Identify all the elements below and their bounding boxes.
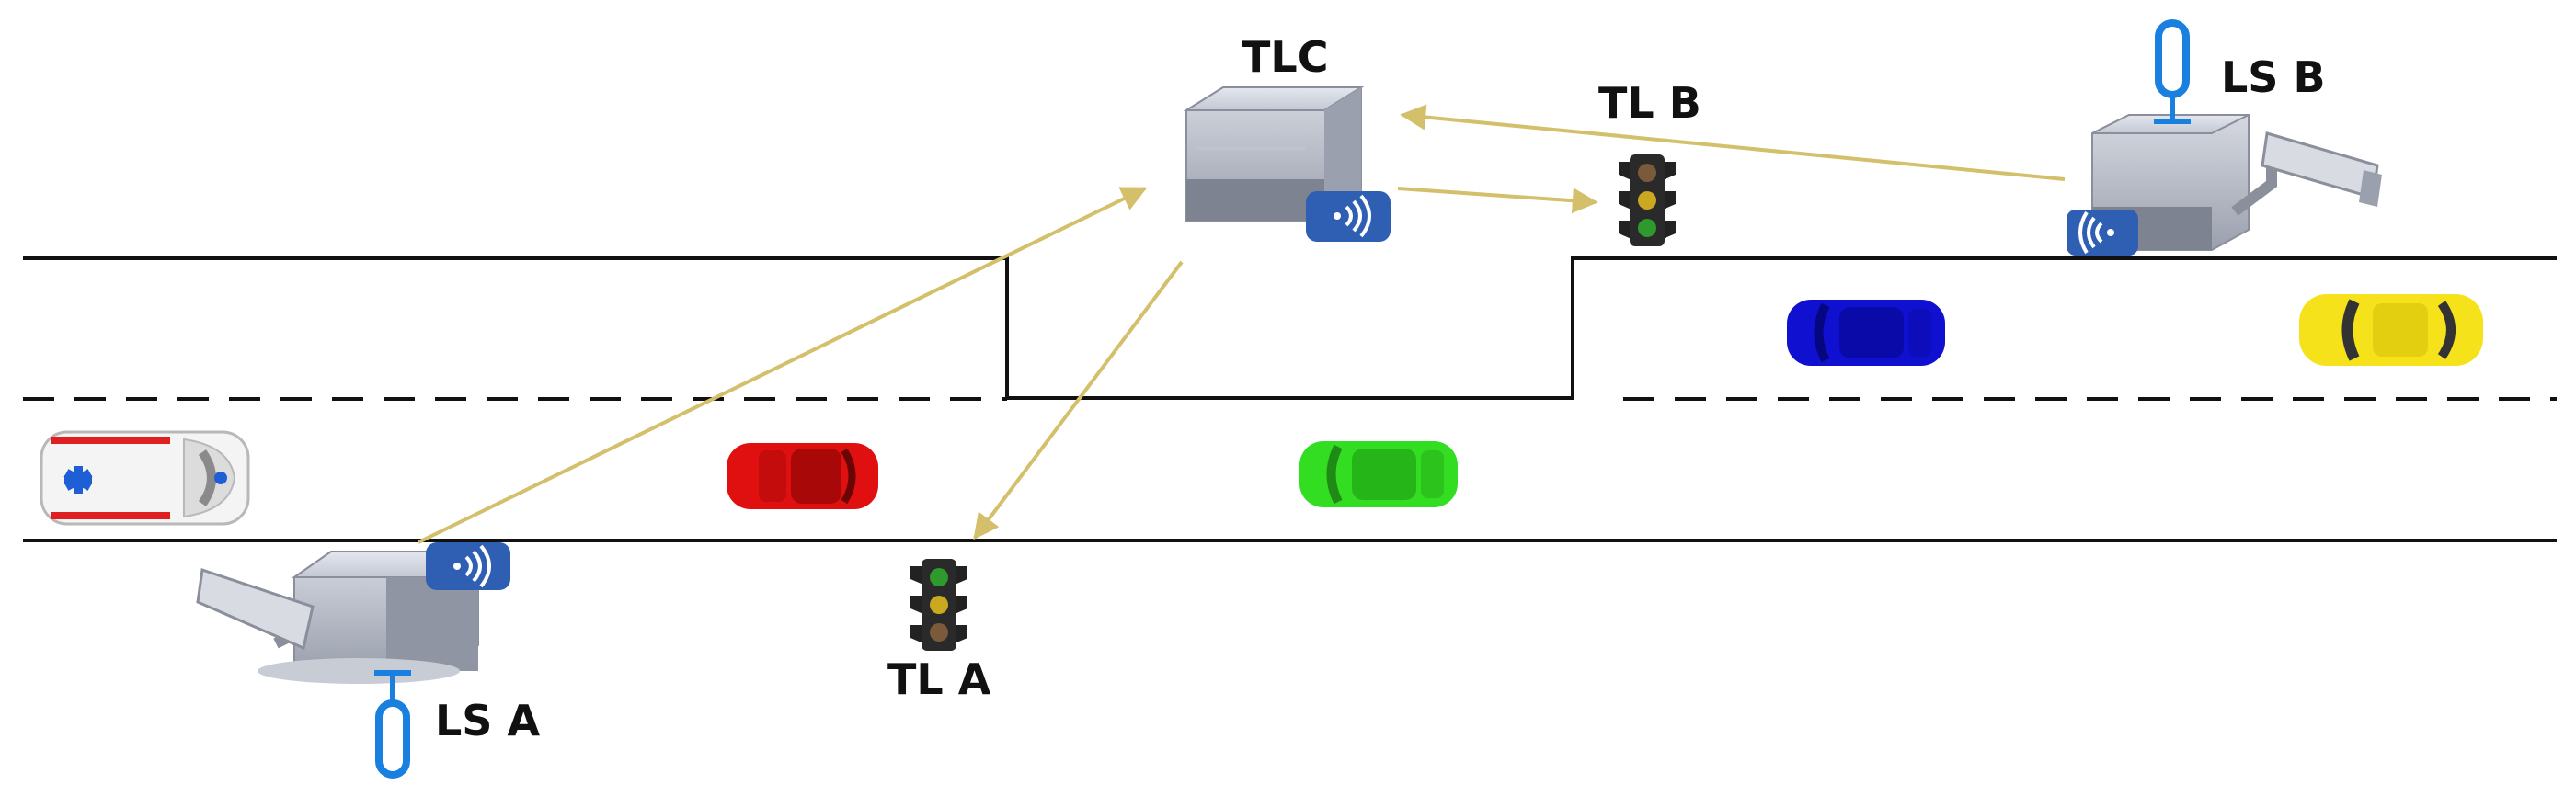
blue-car	[1787, 300, 1945, 366]
traffic-light-icon	[910, 559, 967, 651]
arrow-lsa-to-tlc	[418, 187, 1148, 544]
loop-sensor-icon	[374, 670, 411, 779]
tl-a-label: TL A	[887, 654, 991, 704]
ls-b-label: LS B	[2221, 52, 2326, 102]
tl-b-label: TL B	[1598, 78, 1701, 128]
traffic-light-b: TL B	[1598, 78, 1701, 246]
camera-icon	[2231, 131, 2382, 216]
road	[23, 256, 2557, 542]
communication-arrows	[418, 104, 2066, 544]
arrow-tlc-to-tla	[973, 260, 1184, 540]
ambulance-icon	[40, 430, 250, 526]
wireless-signal-icon	[1306, 191, 1391, 242]
tlc-controller: TLC	[1183, 32, 1391, 242]
yellow-car	[2299, 294, 2483, 366]
arrow-tlc-to-tlb	[1397, 187, 1598, 214]
road-top-edge	[23, 256, 2557, 400]
tlc-label: TLC	[1242, 32, 1328, 82]
server-box-icon	[1183, 86, 1365, 222]
sensor-station-a: LS A	[196, 542, 540, 779]
green-car	[1299, 441, 1458, 507]
traffic-light-icon	[1619, 154, 1676, 246]
loop-sensor-icon	[2154, 19, 2191, 124]
wireless-signal-icon	[2067, 210, 2138, 256]
traffic-light-a: TL A	[887, 559, 991, 704]
red-car	[727, 443, 878, 509]
arrow-lsb-to-tlc	[1400, 104, 2066, 181]
sensor-station-b: LS B	[2067, 19, 2382, 256]
camera-icon	[196, 568, 315, 651]
ls-a-label: LS A	[435, 696, 540, 745]
wireless-signal-icon	[426, 542, 510, 590]
